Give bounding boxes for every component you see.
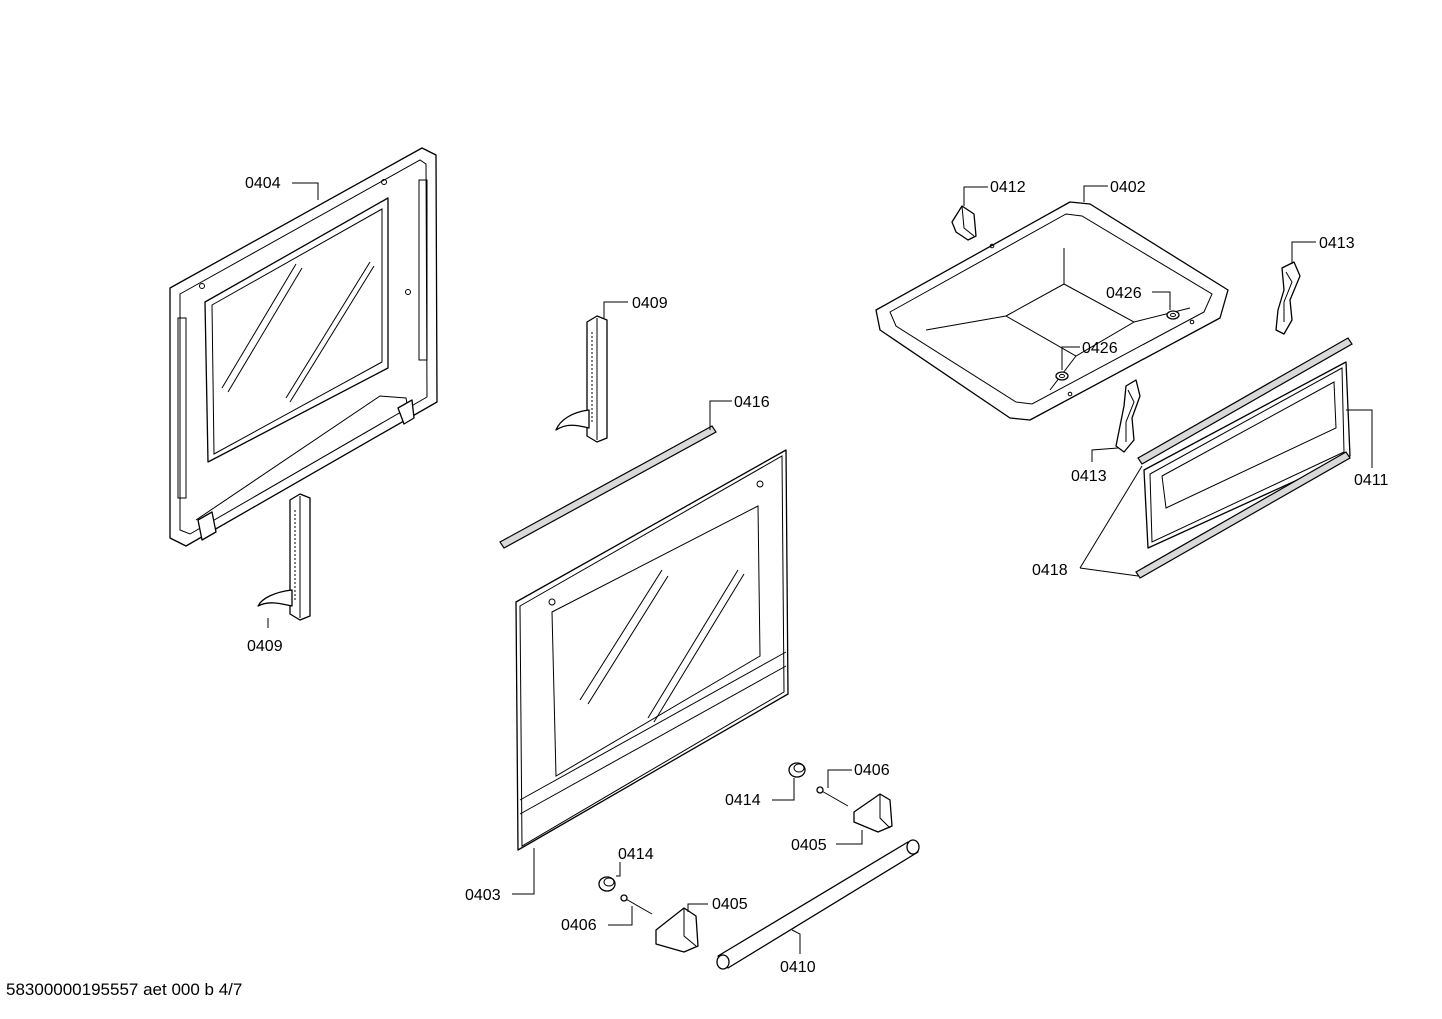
leader-0414-right	[772, 778, 795, 801]
part-0426-grommet-upper	[1166, 310, 1180, 320]
leader-0402	[1083, 185, 1108, 202]
part-0405-bracket-right	[853, 793, 893, 833]
part-0405-bracket-left	[655, 907, 699, 953]
part-0412-clip	[951, 205, 977, 241]
callout-0411: 0411	[1354, 472, 1389, 489]
leader-0409-upper	[603, 301, 628, 318]
leader-0426-upper	[1152, 291, 1171, 310]
leader-0416	[709, 400, 732, 430]
part-0414-knob-right	[788, 762, 806, 778]
leader-0405-right	[836, 830, 863, 845]
callout-0413-upper: 0413	[1319, 235, 1355, 252]
part-0404-inner-door-frame	[169, 147, 438, 547]
part-0410-handle-bar	[716, 839, 920, 970]
leader-0406-left	[608, 906, 633, 926]
callout-0412: 0412	[990, 179, 1026, 196]
leader-0412	[963, 186, 988, 206]
callout-0405-right: 0405	[791, 837, 827, 854]
leader-0403	[512, 848, 535, 895]
part-0416-trim-strip	[499, 425, 717, 549]
callout-0414-left: 0414	[618, 846, 654, 863]
part-0409-hinge-lower	[257, 493, 311, 621]
leader-0405-left	[687, 903, 708, 912]
leader-0426-lower	[1061, 346, 1080, 370]
callout-0405-left: 0405	[712, 896, 748, 913]
drawing-reference-code: 58300000195557 aet 000 b 4/7	[6, 980, 243, 999]
part-0418-trim-strips	[1135, 337, 1353, 579]
callout-0404: 0404	[245, 175, 281, 192]
callout-0406-left: 0406	[561, 917, 597, 934]
leader-0410	[791, 929, 801, 954]
callout-0413-lower: 0413	[1071, 468, 1107, 485]
callout-0414-right: 0414	[725, 792, 761, 809]
callout-0410: 0410	[780, 959, 816, 976]
part-0409-hinge-upper	[555, 315, 608, 443]
part-0403-outer-door	[515, 449, 789, 851]
part-0426-grommet-lower	[1055, 371, 1069, 381]
part-0413-runner-upper	[1275, 261, 1301, 335]
part-0414-knob-left	[598, 876, 616, 892]
callout-0426-upper: 0426	[1106, 285, 1142, 302]
part-0406-screw-right	[816, 786, 849, 807]
callout-0418: 0418	[1032, 562, 1068, 579]
part-0411-drawer-front	[1143, 361, 1351, 549]
part-0406-screw-left	[620, 894, 653, 915]
leader-0411	[1346, 409, 1373, 468]
leader-0414-left	[616, 862, 621, 877]
leader-0418	[1079, 465, 1143, 569]
leader-0404	[292, 182, 319, 200]
callout-0406-right: 0406	[854, 762, 890, 779]
callout-0409-upper: 0409	[632, 295, 668, 312]
part-0402-drawer-tray	[875, 201, 1229, 421]
leader-0418-b	[1079, 567, 1139, 577]
callout-0409-lower: 0409	[247, 638, 283, 655]
callout-0403: 0403	[465, 887, 501, 904]
callout-0416: 0416	[734, 394, 770, 411]
leader-0413-lower	[1091, 447, 1119, 462]
leader-0413-upper	[1291, 241, 1316, 264]
leader-0406-right	[827, 769, 852, 788]
callout-0402: 0402	[1110, 179, 1146, 196]
callout-0426-lower: 0426	[1082, 340, 1118, 357]
part-0413-runner-lower	[1115, 379, 1141, 453]
